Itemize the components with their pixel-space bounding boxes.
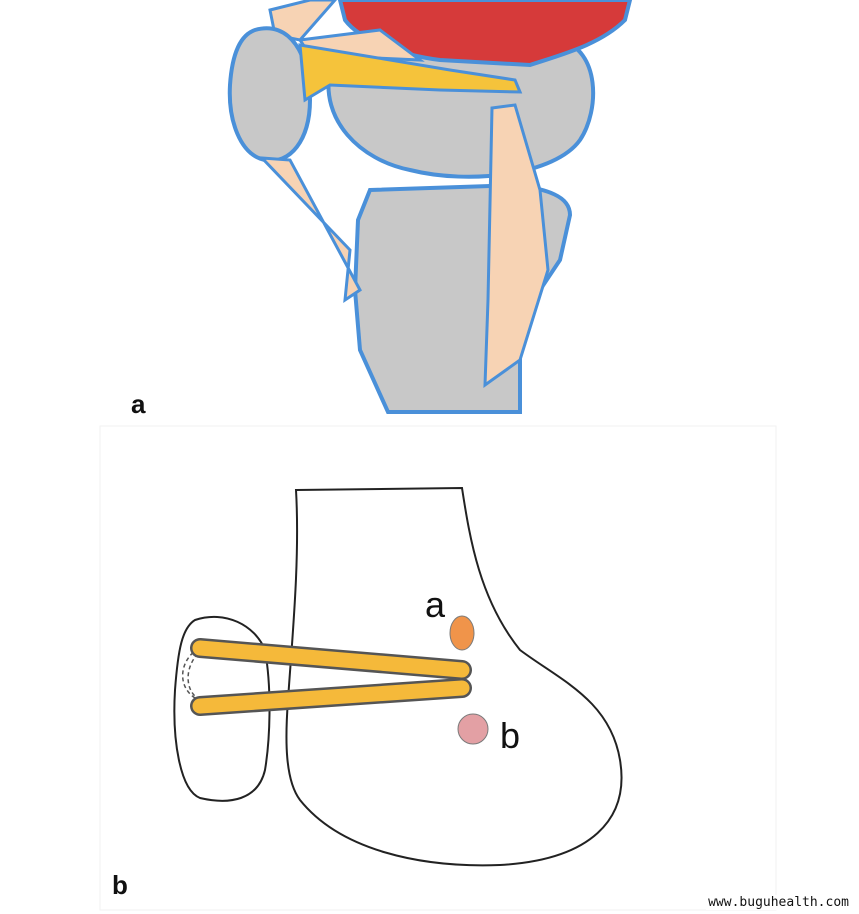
point-b-marker (457, 713, 489, 745)
watermark-text: www.buguhealth.com (706, 895, 851, 910)
point-a-label: a (425, 584, 446, 625)
point-a-marker (449, 615, 475, 651)
graft-upper-limb-fill (192, 640, 470, 678)
fibula (483, 103, 550, 388)
patellar-tendon (258, 156, 362, 304)
panel-b-label: b (112, 870, 128, 900)
mpfl-ligament (298, 43, 523, 103)
point-b-label: b (500, 715, 520, 756)
patella (227, 26, 313, 163)
panel-a-label: a (131, 389, 146, 419)
panel-a-knee-illustration: a (125, 0, 645, 420)
graft-lower-limb-fill (192, 680, 470, 714)
panel-b-reconstruction-schematic: a b b (99, 425, 777, 911)
